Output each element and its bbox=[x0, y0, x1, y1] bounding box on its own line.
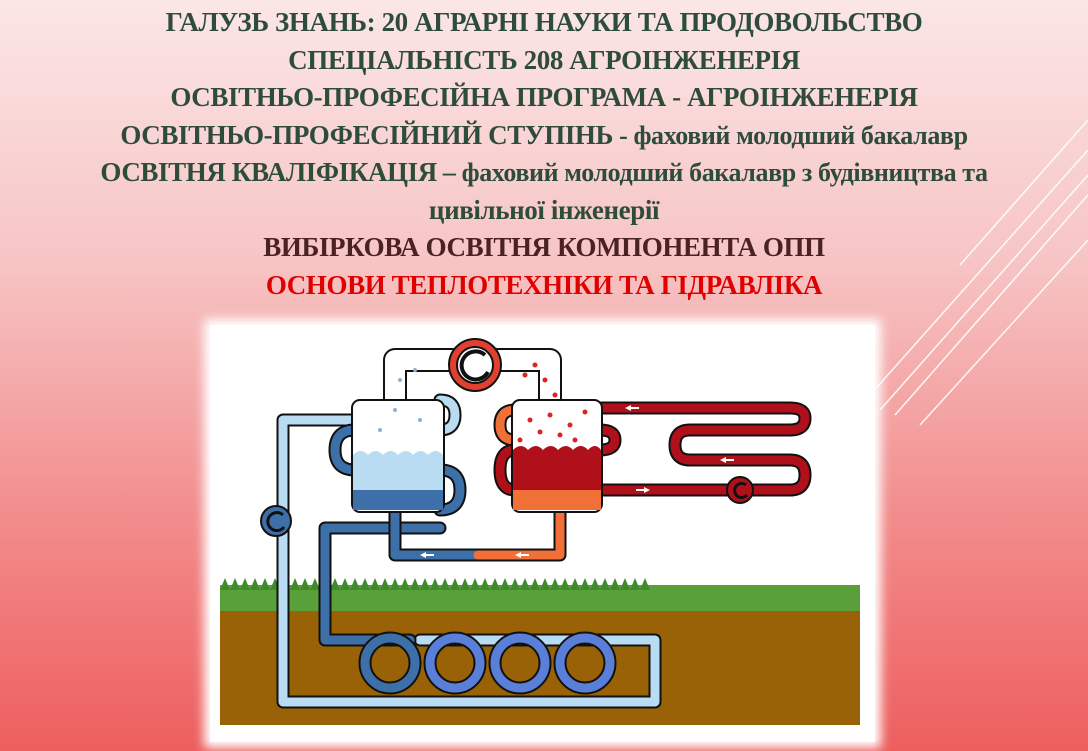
qualification-value: – фаховий молодший бакалавр з будівництв… bbox=[436, 158, 988, 187]
degree-value: - фаховий молодший бакалавр bbox=[612, 120, 968, 150]
field-of-knowledge: ГАЛУЗЬ ЗНАНЬ: 20 АГРАРНІ НАУКИ ТА ПРОДОВ… bbox=[165, 7, 923, 37]
course-title: ОСНОВИ ТЕПЛОТЕХНІКИ ТА ГІДРАВЛІКА bbox=[265, 269, 823, 300]
qualification-label: ОСВІТНЯ КВАЛІФІКАЦІЯ bbox=[100, 157, 437, 187]
ground-loop-pump-icon bbox=[260, 505, 292, 537]
educational-program: ОСВІТНЬО-ПРОФЕСІЙНА ПРОГРАМА - АГРОІНЖЕН… bbox=[170, 82, 918, 112]
qualification: ОСВІТНЯ КВАЛІФІКАЦІЯ – фаховий молодший … bbox=[0, 154, 1088, 192]
educational-degree: ОСВІТНЬО-ПРОФЕСІЙНИЙ СТУПІНЬ - фаховий м… bbox=[0, 117, 1088, 155]
heating-circuit-pump-icon bbox=[726, 476, 754, 504]
compressor-icon bbox=[448, 338, 502, 392]
elective-component: ВИБІРКОВА ОСВІТНЯ КОМПОНЕНТА ОПП bbox=[263, 232, 825, 262]
specialty: СПЕЦІАЛЬНІСТЬ 208 АГРОІНЖЕНЕРІЯ bbox=[288, 44, 800, 75]
qualification-continued: цивільної інженерії bbox=[428, 194, 660, 225]
slide-title-block: ГАЛУЗЬ ЗНАНЬ: 20 АГРАРНІ НАУКИ ТА ПРОДОВ… bbox=[0, 4, 1088, 304]
degree-label: ОСВІТНЬО-ПРОФЕСІЙНИЙ СТУПІНЬ bbox=[120, 119, 613, 150]
